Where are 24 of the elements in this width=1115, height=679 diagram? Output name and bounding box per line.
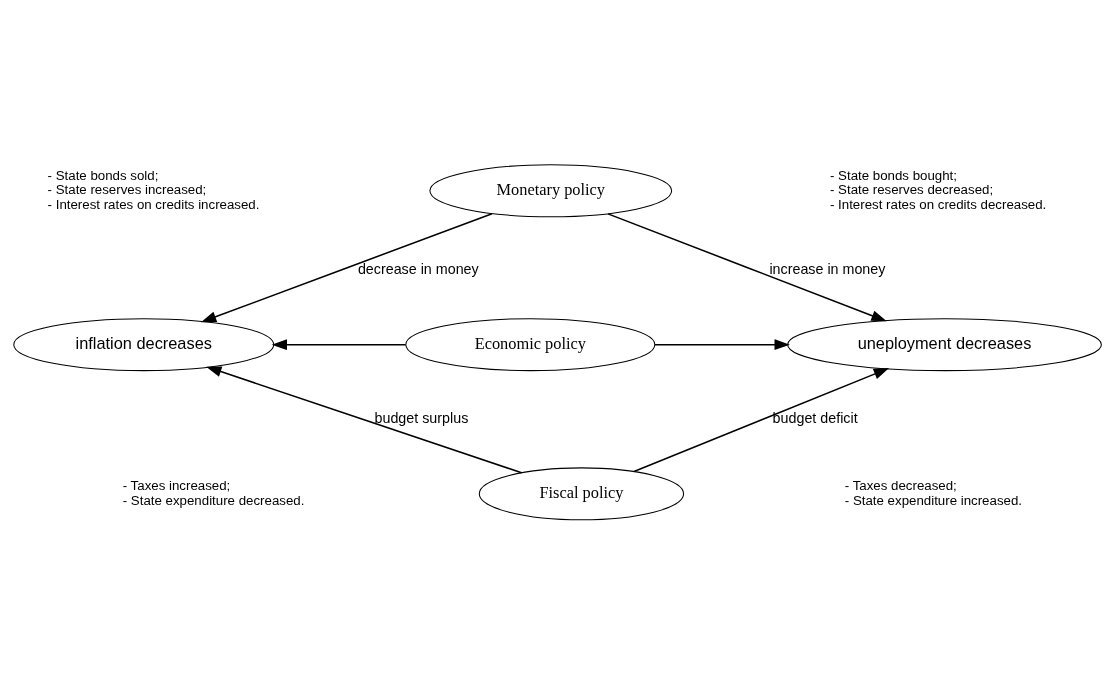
node-ellipse: Monetary policy [429,163,673,217]
label: - Interest rates on credits decreased. [829,196,1047,212]
edge-label: decrease in money [357,260,479,277]
arrow [633,367,890,472]
edge-label: increase in money [769,260,886,277]
node-ellipse: Economic policy [405,317,656,371]
label: - Taxes increased; [122,477,231,493]
label: - State expenditure decreased. [122,492,305,508]
label: - State bonds bought; [829,167,957,183]
arrow [206,365,523,473]
edge-label: budget deficit [772,409,858,426]
label: - Taxes decreased; [844,477,957,493]
label: - State expenditure increased. [844,492,1023,508]
arrow [607,212,887,321]
label: - State bonds sold; [47,167,159,183]
node-ellipse: uneployment decreases [787,317,1102,371]
arrow [271,338,407,350]
arrow [654,338,790,350]
node-ellipse: inflation decreases [13,317,275,371]
node-ellipse: Fiscal policy [478,466,685,520]
edge-label: budget surplus [374,409,469,426]
arrow [200,212,493,322]
label: - State reserves increased; [47,181,207,197]
label: - Interest rates on credits increased. [47,196,260,212]
